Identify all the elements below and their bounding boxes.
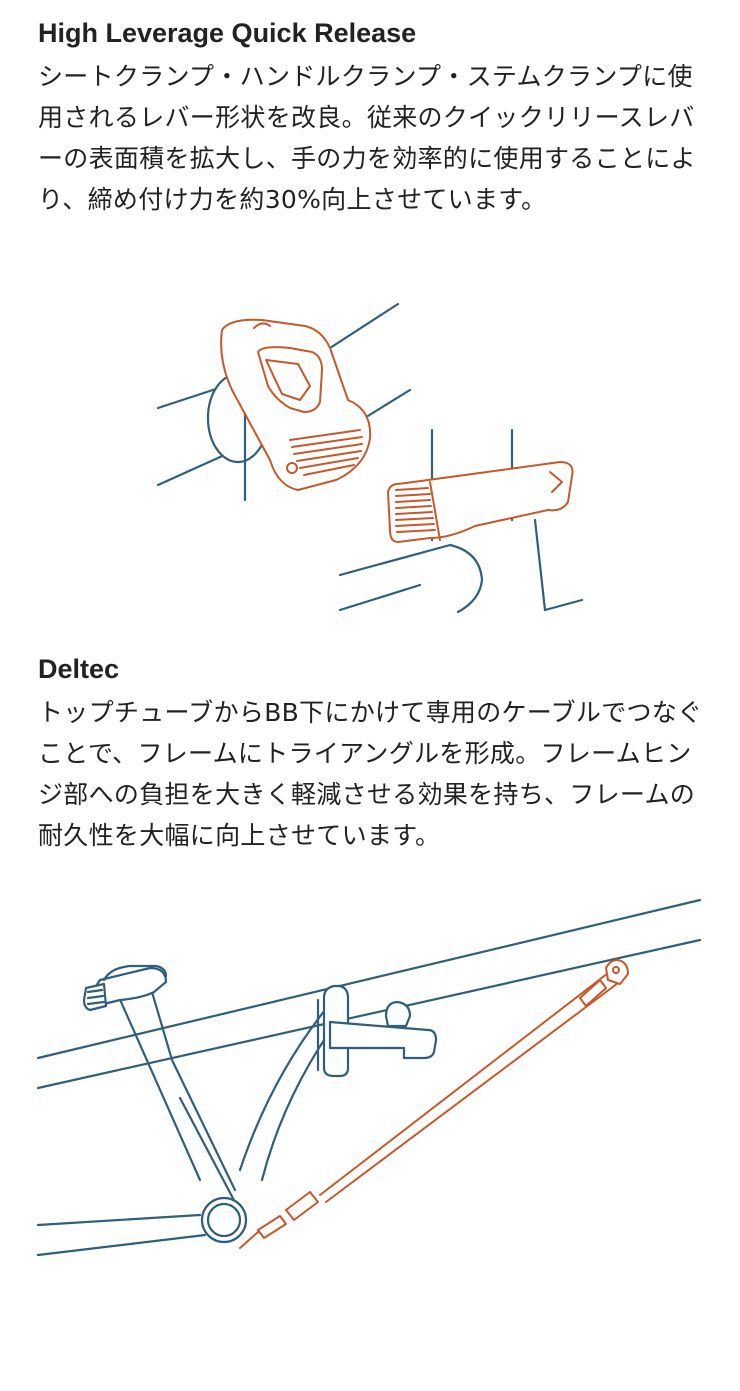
section-heading: Deltec [38, 654, 120, 684]
section-body: シートクランプ・ハンドルクランプ・ステムクランプに使用されるレバー形状を改良。従… [38, 62, 696, 214]
section-high-leverage-quick-release: High Leverage Quick Release シートクランプ・ハンドル… [38, 16, 708, 220]
section-body: トップチューブからBB下にかけて専用のケーブルでつなぐことで、フレームにトライア… [38, 698, 703, 850]
quick-release-illustration [0, 290, 740, 620]
deltec-frame-illustration [0, 880, 740, 1280]
section-heading: High Leverage Quick Release [38, 18, 417, 48]
section-deltec: Deltec トップチューブからBB下にかけて専用のケーブルでつなぐことで、フレ… [38, 652, 708, 856]
